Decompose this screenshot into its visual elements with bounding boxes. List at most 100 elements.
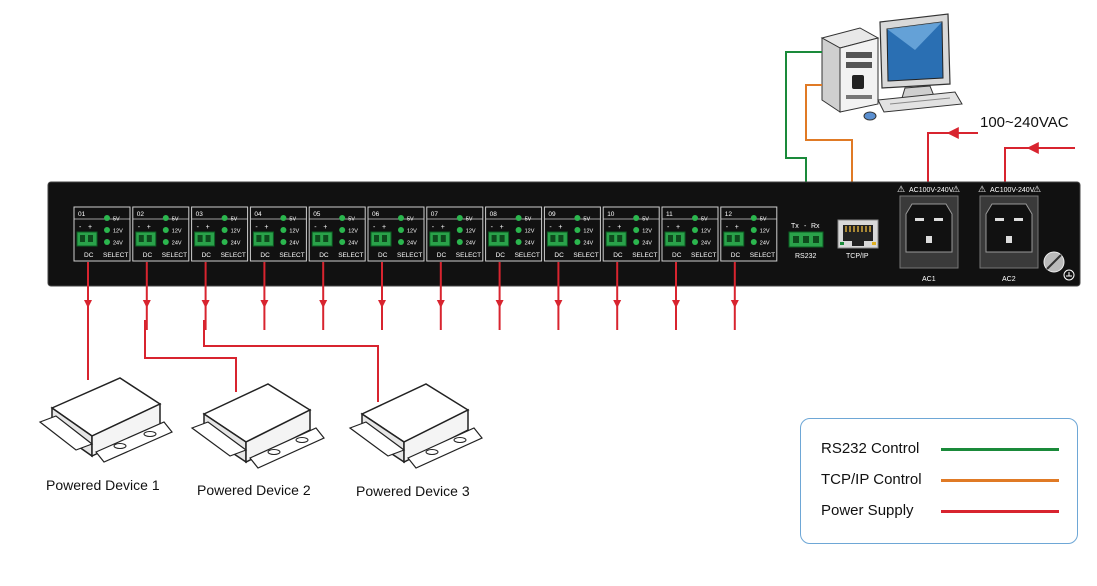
voltage-label: 24V [701,241,711,247]
polarity-plus: + [88,224,92,231]
powered-device-2-icon [190,383,325,469]
legend-rs232-line [941,448,1059,451]
voltage-led [750,239,757,245]
voltage-led [456,227,463,233]
rs232-pin-rx: Rx [811,223,820,230]
voltage-label: 12V [289,229,299,235]
channel-number: 09 [548,211,556,218]
rs232-pin-gnd: - [804,223,807,230]
dc-label: DC [613,252,623,259]
voltage-label: 5V [701,217,708,223]
voltage-led [339,215,346,221]
channel-number: 08 [490,211,498,218]
voltage-label: 24V [289,241,299,247]
polarity-plus: + [735,224,739,231]
polarity-plus: + [206,224,210,231]
voltage-label: 12V [525,229,535,235]
device3-supply-line [203,320,379,402]
device2-supply-line [144,320,237,392]
voltage-led [104,215,110,221]
dc-label: DC [319,252,329,259]
voltage-led [221,215,228,221]
dc-label: DC [143,252,153,259]
select-label: SELECT [103,252,128,259]
voltage-label: 24V [348,241,358,247]
voltage-label: 24V [407,241,417,247]
ac1-label: AC1 [922,276,936,283]
voltage-led [692,227,698,233]
voltage-led [750,215,757,221]
dc-label: DC [84,252,94,259]
voltage-label: 24V [172,241,182,247]
rs232-label: RS232 [795,253,817,260]
voltage-led [456,215,463,221]
powered-device-3-icon [348,383,483,469]
voltage-label: 5V [231,217,238,223]
voltage-label: 24V [642,241,652,247]
tcpip-port[interactable]: TCP/IP [837,219,879,260]
channel-number: 05 [313,211,321,218]
powered-device-1-icon [38,377,173,463]
voltage-label: 5V [172,217,179,223]
rs232-port[interactable]: Tx - Rx RS232 [788,223,824,260]
ac2-socket[interactable]: ⚠ AC100V-240V ⚠ AC2 [978,184,1041,283]
dc-label: DC [731,252,741,259]
power-output-arrow-04 [260,300,269,308]
ac2-label: AC2 [1002,276,1016,283]
voltage-label: 5V [348,217,355,223]
select-label: SELECT [397,252,422,259]
voltage-led [280,239,287,245]
voltage-led [692,239,698,245]
voltage-label: 12V [701,229,711,235]
select-label: SELECT [162,252,187,259]
voltage-label: 12V [348,229,358,235]
voltage-led [692,215,698,221]
powered-device-3-label: Powered Device 3 [356,483,470,499]
voltage-led [574,215,581,221]
voltage-led [280,215,287,221]
ac2-rating: AC100V-240V [990,187,1035,194]
voltage-label: 5V [289,217,296,223]
voltage-label: 24V [113,241,123,247]
channel-number: 10 [607,211,615,218]
polarity-minus: - [549,224,552,231]
dc-label: DC [672,252,682,259]
polarity-plus: + [558,224,562,231]
power-output-arrow-06 [378,300,386,308]
select-label: SELECT [632,252,657,259]
select-label: SELECT [691,252,716,259]
voltage-label: 5V [113,217,120,223]
voltage-label: 5V [407,217,414,223]
polarity-minus: - [314,224,317,231]
polarity-minus: - [667,224,670,231]
voltage-label: 12V [231,229,241,235]
voltage-led [633,239,640,245]
ac1-warning-icon-right: ⚠ [952,184,960,194]
voltage-led [456,239,463,245]
voltage-label: 24V [583,241,593,247]
voltage-label: 12V [113,229,123,235]
ground-screw-icon [1043,251,1075,281]
ac1-socket[interactable]: ⚠ AC100V-240V ⚠ AC1 [897,184,960,283]
powered-device-2-label: Powered Device 2 [197,482,311,498]
voltage-led [574,239,581,245]
select-label: SELECT [750,252,775,259]
polarity-minus: - [373,224,376,231]
polarity-plus: + [441,224,445,231]
polarity-plus: + [264,224,268,231]
input-voltage-label: 100~240VAC [980,114,1069,131]
voltage-label: 12V [583,229,593,235]
